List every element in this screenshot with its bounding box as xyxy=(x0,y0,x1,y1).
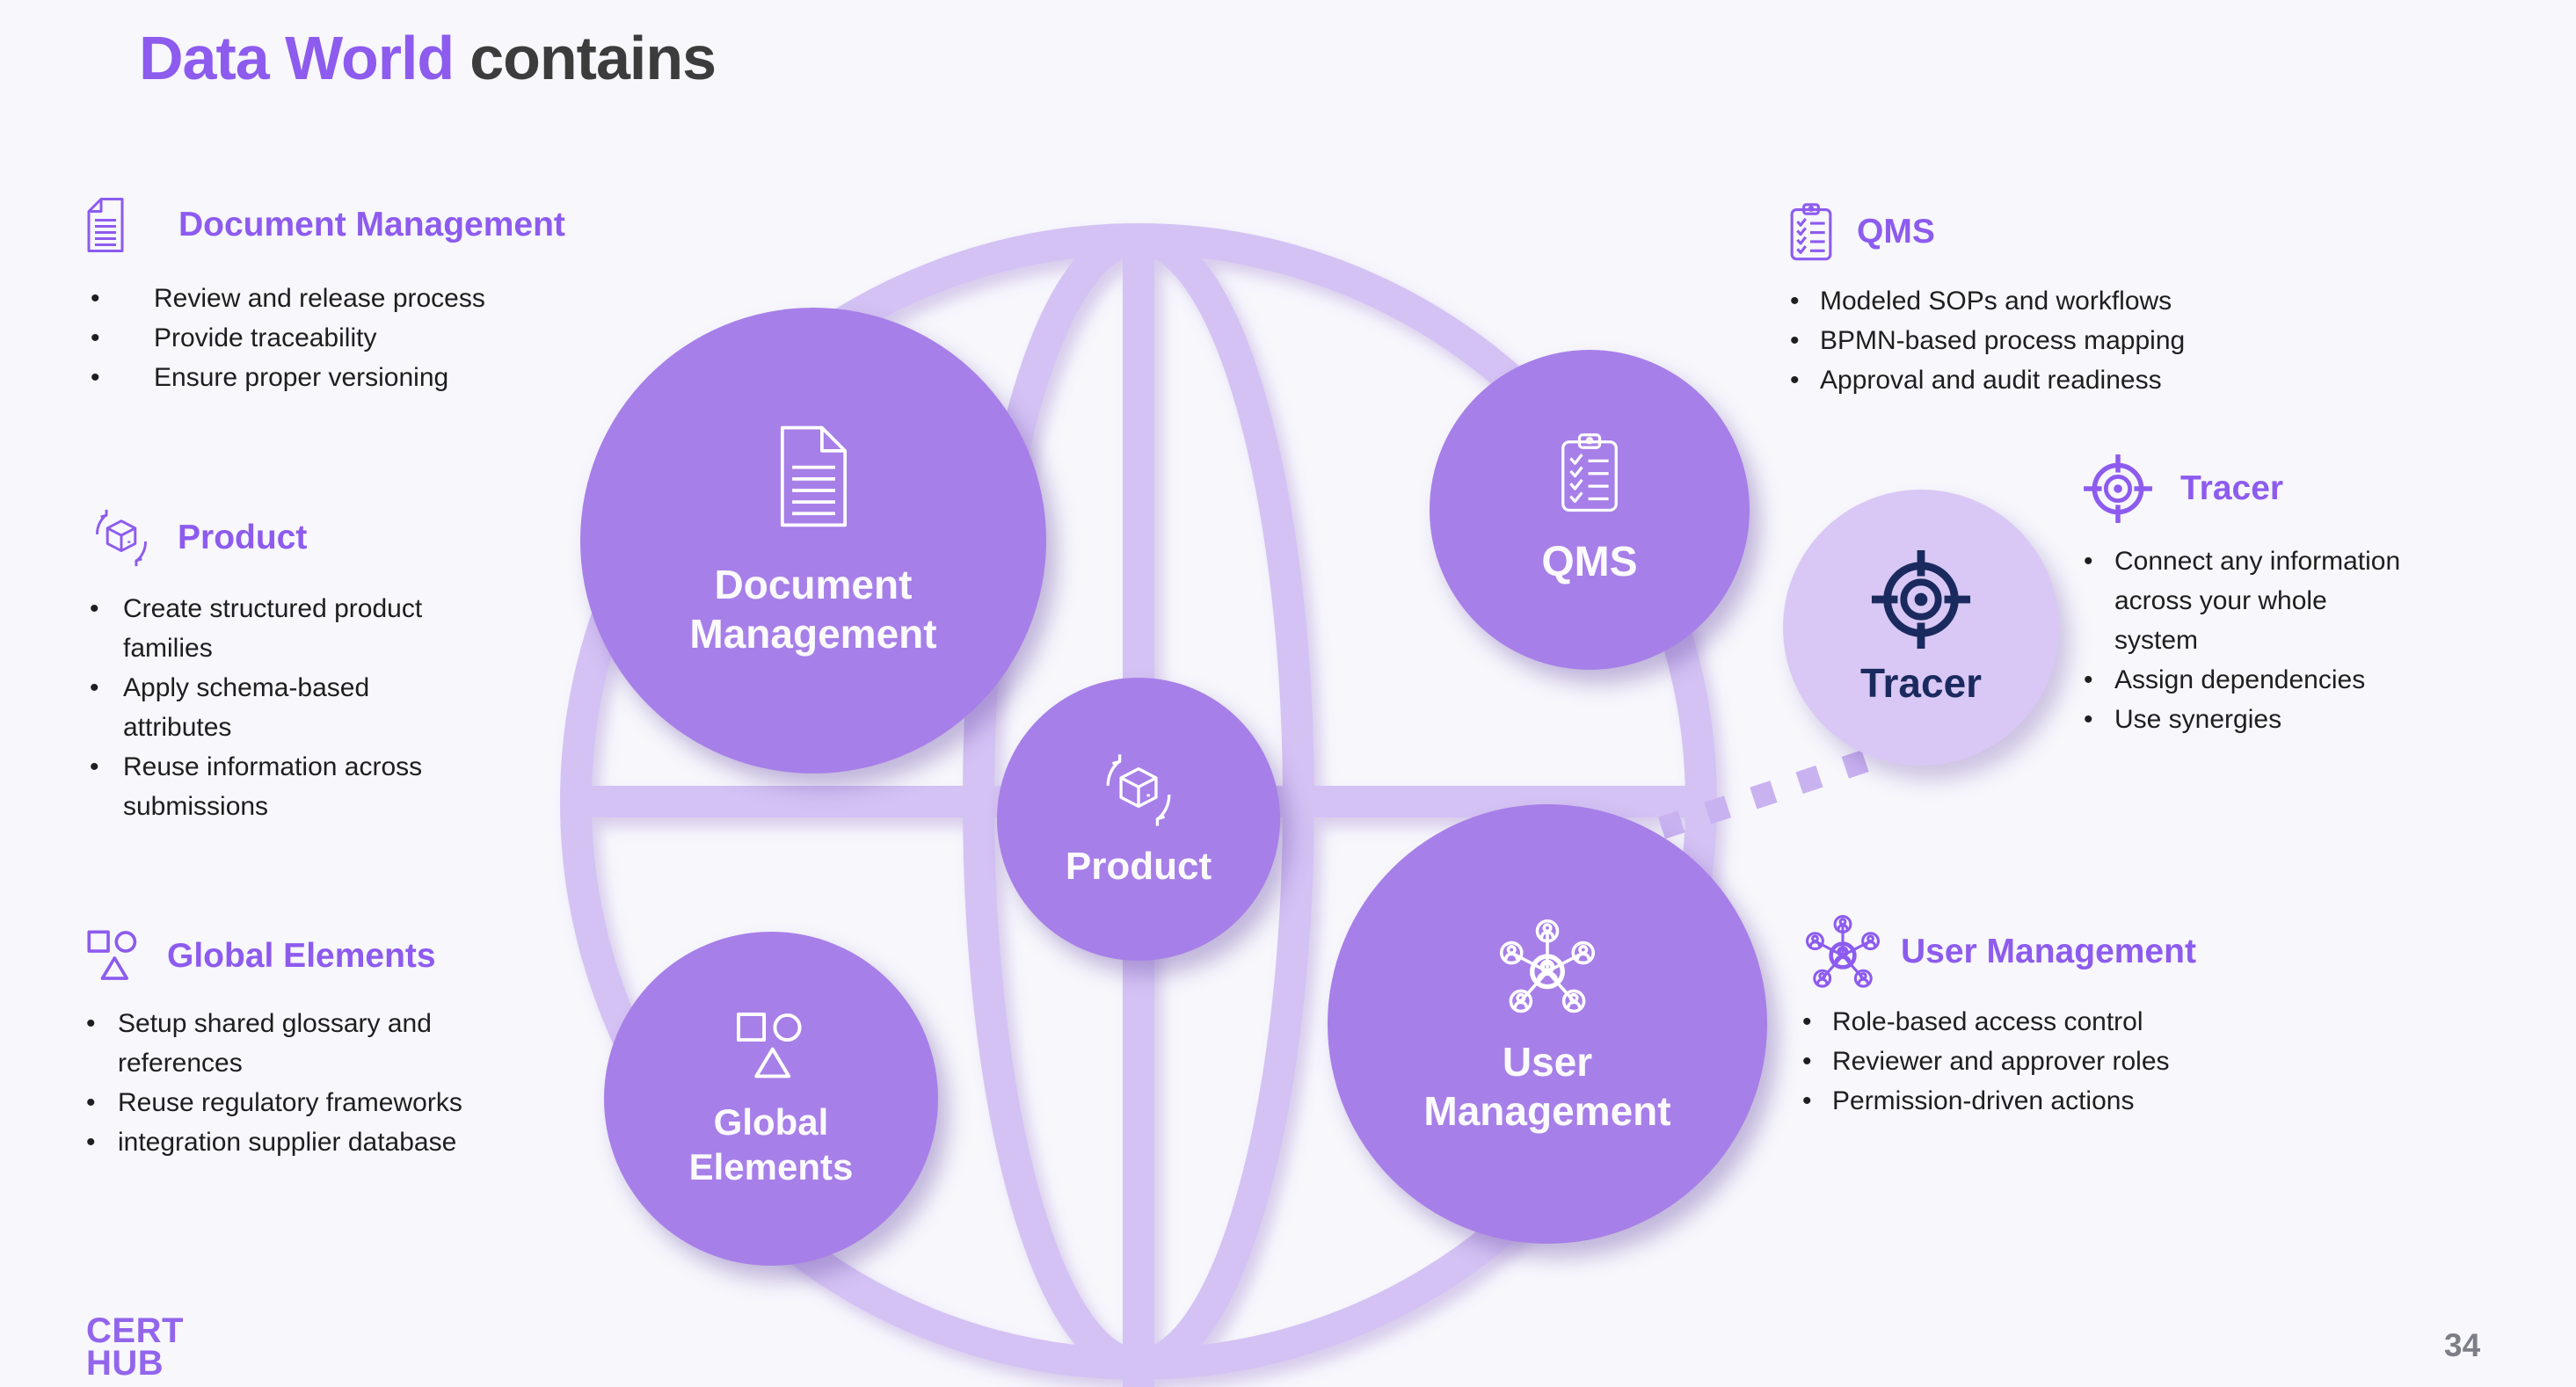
bullet-item: Permission-driven actions xyxy=(1801,1081,2310,1121)
section-heading: Document Management xyxy=(178,206,565,243)
bullet-list: Modeled SOPs and workflows BPMN-based pr… xyxy=(1788,281,2298,400)
bullet-list: Setup shared glossary and references Reu… xyxy=(84,1004,493,1162)
bullet-item: BPMN-based process mapping xyxy=(1788,321,2298,360)
bullet-item: integration supplier database xyxy=(84,1122,493,1162)
dotted-connector-arc xyxy=(1658,741,1895,839)
section-product: Product Create structured product famili… xyxy=(88,503,426,826)
section-heading: Tracer xyxy=(2180,469,2284,507)
node-label-line: User xyxy=(1502,1038,1593,1085)
bullet-item: Reviewer and approver roles xyxy=(1801,1042,2310,1081)
node-label-line: Tracer xyxy=(1859,659,1983,706)
section-user-management: User Management Role-based access contro… xyxy=(1801,909,2310,1121)
bullet-item: Modeled SOPs and workflows xyxy=(1788,281,2298,321)
node-label: User Management xyxy=(1423,1037,1670,1136)
bullet-item: Reuse information across submissions xyxy=(88,747,426,826)
logo-line: HUB xyxy=(86,1343,164,1383)
product-cycle-icon xyxy=(96,509,147,567)
user-network-icon xyxy=(1499,919,1596,1013)
bullet-item: Review and release process xyxy=(89,279,581,318)
node-label-line: QMS xyxy=(1541,538,1638,585)
section-document-management: Document Management Review and release p… xyxy=(84,189,581,397)
node-label: Tracer xyxy=(1860,658,1982,708)
target-icon xyxy=(2084,454,2152,523)
node-label-line: Elements xyxy=(688,1146,854,1187)
node-label-line: Management xyxy=(689,611,937,657)
node-qms: QMS xyxy=(1430,350,1750,670)
node-label: Document Management xyxy=(689,560,936,658)
node-label-line: Global xyxy=(713,1100,829,1143)
section-tracer: Tracer Connect any information across yo… xyxy=(2082,450,2405,739)
section-heading: User Management xyxy=(1901,933,2196,970)
node-label-line: Document xyxy=(714,561,913,607)
shapes-icon xyxy=(87,930,137,980)
section-heading: Product xyxy=(178,519,308,556)
bullet-list: Role-based access control Reviewer and a… xyxy=(1801,1002,2310,1121)
bullet-item: Setup shared glossary and references xyxy=(84,1004,493,1083)
bullet-list: Create structured product families Apply… xyxy=(88,589,426,826)
section-heading: QMS xyxy=(1857,213,1935,251)
bullet-list: Connect any information across your whol… xyxy=(2082,541,2405,739)
node-tracer: Tracer xyxy=(1783,490,2059,766)
section-heading: Global Elements xyxy=(167,937,436,975)
user-network-icon xyxy=(1806,914,1880,988)
logo-line: CERT xyxy=(86,1311,184,1350)
section-heading-row: Product xyxy=(88,503,426,573)
bullet-item: Reuse regulatory frameworks xyxy=(84,1083,493,1122)
section-qms: QMS Modeled SOPs and workflows BPMN-base… xyxy=(1788,195,2298,400)
product-cycle-icon xyxy=(1106,754,1171,826)
bullet-item: Approval and audit readiness xyxy=(1788,360,2298,400)
node-label: QMS xyxy=(1541,537,1637,589)
bullet-item: Apply schema-based attributes xyxy=(88,668,426,747)
page-title-rest: contains xyxy=(469,24,717,92)
document-icon xyxy=(780,425,847,527)
page-title-highlight: Data World xyxy=(139,24,455,92)
node-global-elements: Global Elements xyxy=(604,932,938,1266)
node-label: Product xyxy=(1066,843,1212,890)
section-global-elements: Global Elements Setup shared glossary an… xyxy=(84,923,493,1162)
target-icon xyxy=(1871,549,1971,649)
bullet-item: Provide traceability xyxy=(89,318,581,358)
node-document-management: Document Management xyxy=(580,308,1046,773)
node-product: Product xyxy=(997,678,1280,961)
section-heading-row: Document Management xyxy=(84,189,581,261)
clipboard-checklist-icon xyxy=(1561,432,1618,512)
bullet-list: Review and release process Provide trace… xyxy=(89,279,581,397)
document-icon xyxy=(87,198,124,252)
node-label: Global Elements xyxy=(689,1100,854,1189)
bullet-item: Create structured product families xyxy=(88,589,426,668)
certhub-logo: CERT HUB xyxy=(86,1311,184,1383)
bullet-item: Assign dependencies xyxy=(2082,660,2405,700)
bullet-item: Use synergies xyxy=(2082,700,2405,739)
section-heading-row: User Management xyxy=(1801,909,2310,995)
bullet-item: Role-based access control xyxy=(1801,1002,2310,1042)
section-heading-row: QMS xyxy=(1788,195,2298,269)
clipboard-checklist-icon xyxy=(1790,203,1832,261)
bullet-item: Ensure proper versioning xyxy=(89,358,581,397)
node-label-line: Management xyxy=(1423,1088,1671,1134)
page-number: 34 xyxy=(2444,1327,2481,1363)
section-heading-row: Global Elements xyxy=(84,923,493,990)
bullet-item: Connect any information across your whol… xyxy=(2082,541,2405,660)
shapes-icon xyxy=(737,1012,802,1078)
node-user-management: User Management xyxy=(1328,804,1767,1244)
section-heading-row: Tracer xyxy=(2082,450,2405,527)
node-label-line: Product xyxy=(1065,845,1212,889)
